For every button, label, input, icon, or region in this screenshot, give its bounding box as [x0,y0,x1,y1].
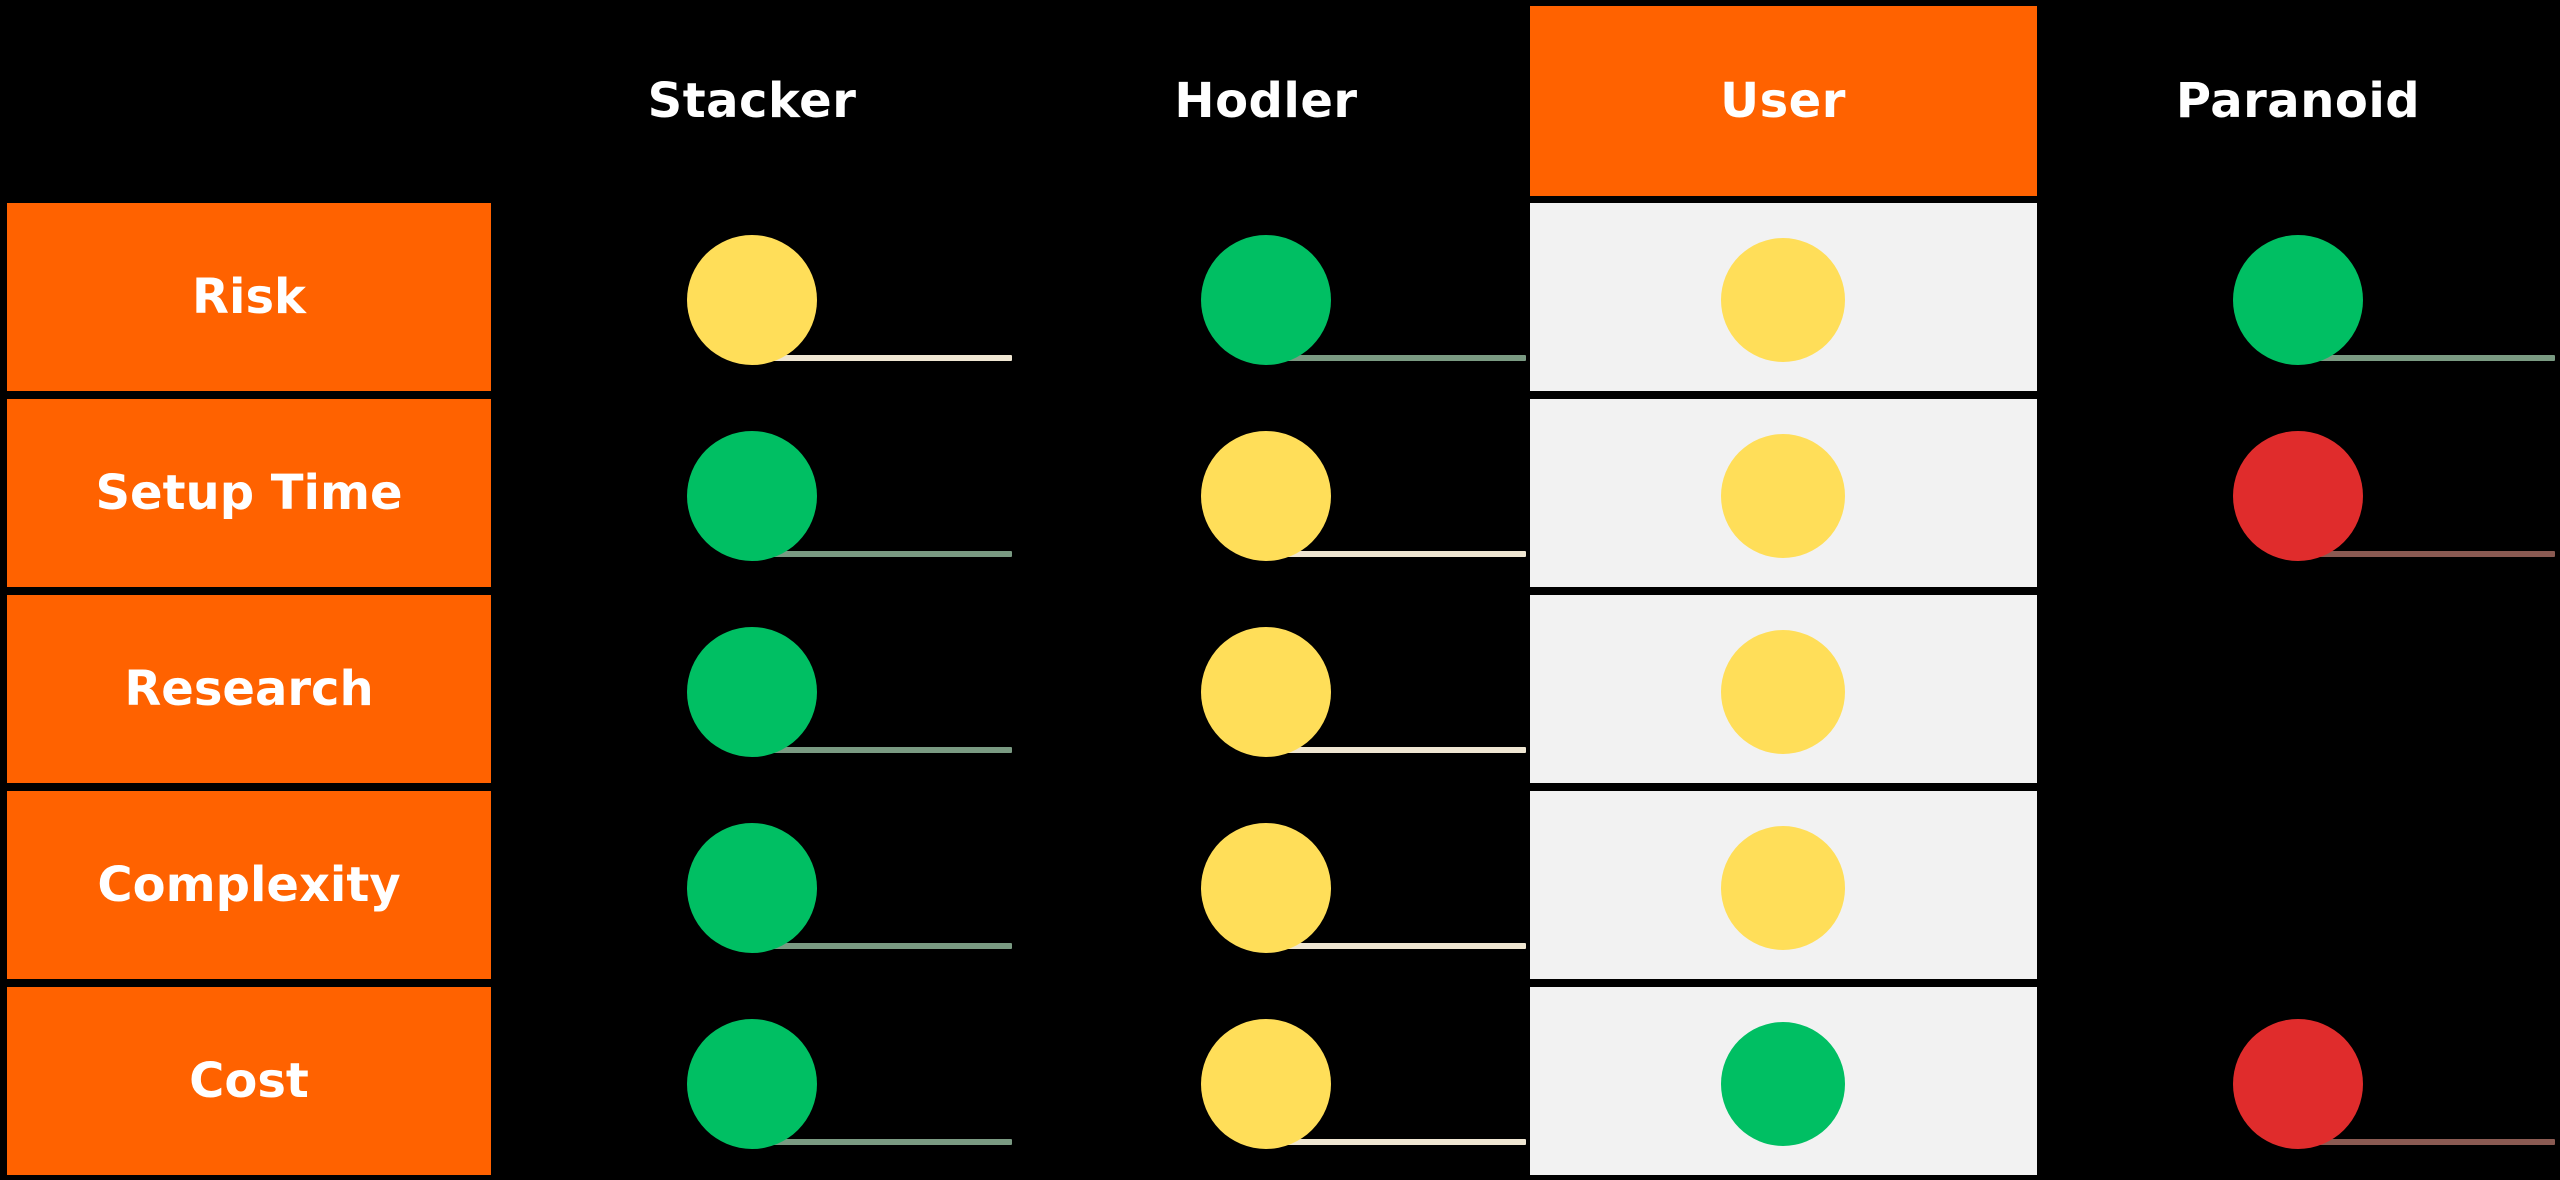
rating-trail-stacker-cost [772,1139,1012,1145]
rating-dot-hodler-setup-time [1201,431,1331,561]
rating-trail-hodler-cost [1286,1139,1526,1145]
rating-dot-hodler-complexity [1201,823,1331,953]
rating-trail-hodler-research [1286,747,1526,753]
rating-dot-stacker-risk [687,235,817,365]
row-header-research: Research [7,595,491,783]
column-header-paranoid: Paranoid [2175,73,2421,129]
rating-dot-stacker-cost [687,1019,817,1149]
rating-trail-stacker-research [772,747,1012,753]
row-header-cost: Cost [7,987,491,1175]
rating-dot-paranoid-risk [2233,235,2363,365]
rating-dot-hodler-research [1201,627,1331,757]
row-header-setup-time: Setup Time [7,399,491,587]
rating-trail-paranoid-risk [2318,355,2555,361]
rating-dot-user-risk [1721,238,1845,362]
rating-trail-hodler-setup-time [1286,551,1526,557]
column-header-user: User [1529,6,2037,196]
rating-trail-hodler-risk [1286,355,1526,361]
rating-dot-paranoid-cost [2233,1019,2363,1149]
row-header-complexity: Complexity [7,791,491,979]
rating-dot-hodler-cost [1201,1019,1331,1149]
rating-dot-paranoid-setup-time [2233,431,2363,561]
rating-dot-stacker-complexity [687,823,817,953]
rating-trail-stacker-risk [772,355,1012,361]
rating-trail-hodler-complexity [1286,943,1526,949]
column-header-hodler: Hodler [1174,73,1358,129]
rating-trail-stacker-complexity [772,943,1012,949]
rating-trail-paranoid-setup-time [2318,551,2555,557]
rating-dot-user-complexity [1721,826,1845,950]
rating-dot-user-setup-time [1721,434,1845,558]
rating-dot-user-research [1721,630,1845,754]
rating-dot-hodler-risk [1201,235,1331,365]
rating-dot-stacker-setup-time [687,431,817,561]
rating-dot-user-cost [1721,1022,1845,1146]
rating-dot-stacker-research [687,627,817,757]
rating-trail-stacker-setup-time [772,551,1012,557]
column-header-stacker: Stacker [647,73,857,129]
rating-trail-paranoid-cost [2318,1139,2555,1145]
row-header-risk: Risk [7,203,491,391]
